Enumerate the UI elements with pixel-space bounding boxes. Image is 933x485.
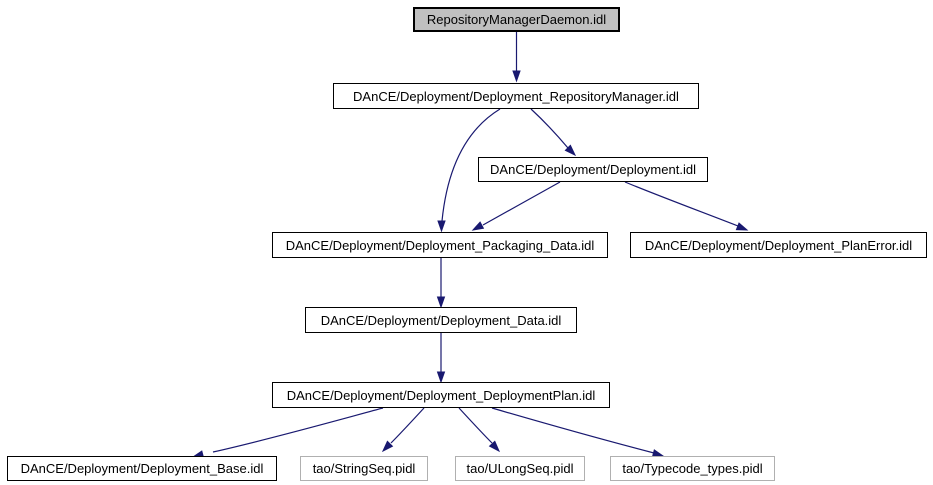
graph-edge-deployment--deployment-planerror xyxy=(624,181,739,227)
graph-edge-deployment-deploymentplan--tao-typecode-types xyxy=(491,407,655,454)
arrowhead-icon-deployment-deploymentplan--tao-ulongseq xyxy=(488,440,501,453)
graph-node-deployment-deploymentplan[interactable]: DAnCE/Deployment/Deployment_DeploymentPl… xyxy=(272,382,610,408)
arrowhead-icon-deployment-repositorymanager--deployment-packaging-data xyxy=(437,220,446,233)
graph-edge-deployment-repositorymanager--deployment-packaging-data xyxy=(441,108,501,222)
arrowhead-icon-deployment-data--deployment-deploymentplan xyxy=(436,371,446,384)
arrowhead-icon-deployment-repositorymanager--deployment xyxy=(564,144,577,157)
graph-node-deployment-packaging-data[interactable]: DAnCE/Deployment/Deployment_Packaging_Da… xyxy=(272,232,608,258)
arrowhead-icon-deployment--deployment-packaging-data xyxy=(471,221,485,231)
graph-edge-deployment-deploymentplan--tao-ulongseq xyxy=(458,407,493,444)
graph-node-tao-typecode-types[interactable]: tao/Typecode_types.pidl xyxy=(610,456,775,481)
arrowhead-icon-repositorymanagerdaemon--deployment-repositorymanager xyxy=(512,70,521,83)
graph-edge-deployment-repositorymanager--deployment xyxy=(530,108,569,149)
graph-edge-deployment-deploymentplan--tao-stringseq xyxy=(390,407,425,444)
arrowhead-icon-deployment--deployment-planerror xyxy=(735,222,749,231)
graph-edge-deployment--deployment-packaging-data xyxy=(482,181,561,226)
graph-node-tao-ulongseq[interactable]: tao/ULongSeq.pidl xyxy=(455,456,585,481)
graph-node-deployment-planerror[interactable]: DAnCE/Deployment/Deployment_PlanError.id… xyxy=(630,232,927,258)
graph-node-repositorymanagerdaemon: RepositoryManagerDaemon.idl xyxy=(413,7,620,32)
graph-node-deployment-data[interactable]: DAnCE/Deployment/Deployment_Data.idl xyxy=(305,307,577,333)
graph-edge-deployment-deploymentplan--deployment-base xyxy=(212,407,384,453)
arrowhead-icon-deployment-packaging-data--deployment-data xyxy=(436,296,446,309)
graph-node-tao-stringseq[interactable]: tao/StringSeq.pidl xyxy=(300,456,428,481)
arrowhead-icon-deployment-deploymentplan--tao-stringseq xyxy=(381,440,394,453)
graph-node-deployment-base[interactable]: DAnCE/Deployment/Deployment_Base.idl xyxy=(7,456,277,481)
graph-node-deployment-repositorymanager[interactable]: DAnCE/Deployment/Deployment_RepositoryMa… xyxy=(333,83,699,109)
graph-node-deployment[interactable]: DAnCE/Deployment/Deployment.idl xyxy=(478,157,708,182)
